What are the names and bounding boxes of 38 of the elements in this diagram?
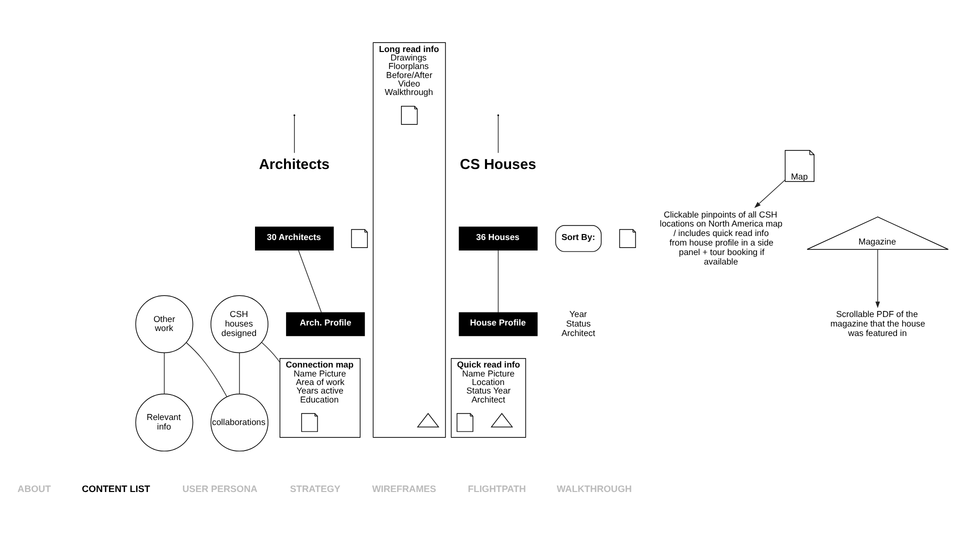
node-box: Sort By:	[555, 225, 602, 252]
connector	[498, 250, 499, 313]
node-box: 36 Houses	[458, 226, 538, 250]
node-text: Scrollable PDF of the magazine that the house was featured in	[830, 309, 926, 338]
node-circle: Other work	[135, 295, 194, 354]
node-text: Clickable pinpoints of all CSH locations on North America map / includes quick read info from house profile in a side panel + tour booking if available	[660, 209, 782, 266]
cluster: Quick read info Name Picture Location Status Year Architect	[450, 358, 526, 438]
label: STRATEGY	[290, 482, 340, 494]
node-label: Year	[569, 309, 587, 320]
node-text: Architects	[258, 156, 330, 173]
connector	[261, 342, 280, 363]
label: FLIGHTPATH	[468, 482, 526, 494]
label: WIREFRAMES	[372, 482, 436, 494]
arrow	[875, 249, 880, 308]
label: WALKTHROUGH	[556, 482, 632, 494]
label: CONTENT LIST	[82, 482, 150, 494]
node-box: House Profile	[458, 312, 538, 336]
node-label: Status	[566, 318, 591, 328]
connector	[186, 342, 228, 397]
label: ABOUT	[18, 482, 51, 494]
node-circle: collaborations	[210, 394, 268, 452]
node-text: CS Houses	[460, 156, 536, 173]
arrow	[754, 180, 786, 208]
node-box: 30 Architects	[255, 226, 334, 250]
connector	[239, 352, 240, 394]
node-triangle	[416, 412, 440, 428]
node-circle: CSH houses designed	[210, 295, 268, 354]
connector	[298, 250, 322, 313]
cluster: Long read info Drawings Floorplans Before/After Video Walkthrough	[372, 42, 446, 438]
node-box: Arch. Profile	[286, 312, 365, 336]
node-label: Architect	[561, 328, 596, 338]
connector	[498, 116, 499, 154]
label: USER PERSONA	[182, 482, 258, 494]
connector	[294, 116, 295, 154]
node-circle: Relevant info	[135, 394, 194, 452]
cluster: Connection map Name Picture Area of work Years active Education	[280, 358, 361, 438]
connector	[164, 352, 165, 394]
node-triangle	[490, 412, 514, 428]
